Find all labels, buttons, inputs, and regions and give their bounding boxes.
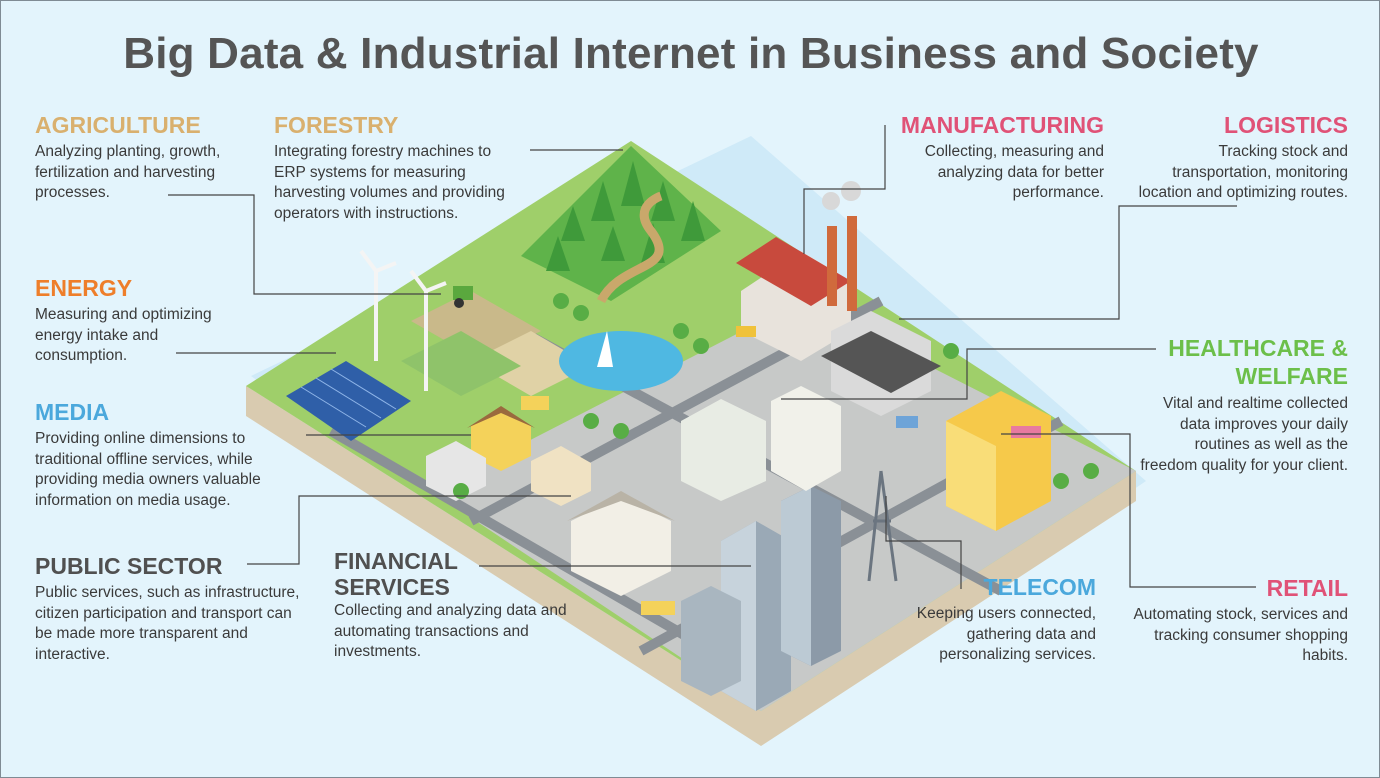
- media-heading: MEDIA: [35, 399, 110, 425]
- car-icon: [896, 416, 918, 428]
- sailboat-icon: [597, 331, 613, 367]
- sector-agriculture: AGRICULTURE Analyzing planting, growth, …: [35, 112, 265, 204]
- telecom-heading: TELECOM: [983, 574, 1096, 600]
- page-title: Big Data & Industrial Internet in Busine…: [123, 29, 1259, 78]
- sector-public-sector: PUBLIC SECTOR Public services, such as i…: [35, 553, 300, 665]
- factory-icon: [736, 181, 861, 361]
- agriculture-heading: AGRICULTURE: [35, 112, 201, 138]
- media-text: Providing online dimensions to tradition…: [35, 430, 261, 509]
- public-sector-text: Public services, such as infrastructure,…: [35, 584, 300, 663]
- farm-field-icon: [401, 291, 591, 396]
- forestry-text: Integrating forestry machines to ERP sys…: [274, 143, 505, 222]
- sector-retail: RETAIL Automating stock, services and tr…: [1128, 575, 1348, 667]
- forest-icon: [521, 146, 721, 304]
- bus-icon: [521, 396, 549, 410]
- bank-icon: [567, 491, 675, 596]
- sector-manufacturing: MANUFACTURING Collecting, measuring and …: [874, 112, 1104, 204]
- forestry-heading: FORESTRY: [274, 112, 399, 138]
- sector-logistics: LOGISTICS Tracking stock and transportat…: [1128, 112, 1348, 204]
- car-icon: [736, 326, 756, 337]
- sector-media: MEDIA Providing online dimensions to tra…: [35, 399, 295, 511]
- bus-icon: [641, 601, 675, 615]
- public-sector-heading: PUBLIC SECTOR: [35, 553, 223, 579]
- agriculture-text: Analyzing planting, growth, fertilizatio…: [35, 143, 221, 202]
- logistics-heading: LOGISTICS: [1224, 112, 1348, 138]
- skyscraper-icon: [681, 486, 841, 711]
- manufacturing-heading: MANUFACTURING: [900, 112, 1104, 138]
- healthcare-heading: HEALTHCARE & WELFARE: [1168, 335, 1348, 389]
- house-icon: [426, 406, 591, 506]
- financial-text: Collecting and analyzing data and automa…: [334, 602, 567, 661]
- lake-icon: [559, 331, 683, 391]
- energy-text: Measuring and optimizing energy intake a…: [35, 306, 212, 365]
- retail-text: Automating stock, services and tracking …: [1133, 606, 1348, 665]
- sector-forestry: FORESTRY Integrating forestry machines t…: [274, 112, 524, 224]
- telecom-text: Keeping users connected, gathering data …: [916, 605, 1096, 664]
- retail-heading: RETAIL: [1266, 575, 1348, 601]
- manufacturing-text: Collecting, measuring and analyzing data…: [924, 143, 1104, 202]
- financial-heading: FINANCIAL SERVICES: [334, 548, 458, 600]
- sector-telecom: TELECOM Keeping users connected, gatheri…: [881, 574, 1096, 666]
- energy-heading: ENERGY: [35, 275, 133, 301]
- logistics-text: Tracking stock and transportation, monit…: [1138, 143, 1348, 202]
- healthcare-text: Vital and realtime collected data improv…: [1140, 395, 1348, 474]
- sector-financial-desc: Collecting and analyzing data and automa…: [334, 601, 569, 663]
- sector-energy: ENERGY Measuring and optimizing energy i…: [35, 275, 250, 367]
- sector-financial: FINANCIAL SERVICES: [334, 548, 479, 604]
- solar-panel-icon: [286, 361, 411, 441]
- sector-healthcare: HEALTHCARE & WELFARE Vital and realtime …: [1136, 334, 1348, 476]
- tractor-icon: [453, 286, 473, 308]
